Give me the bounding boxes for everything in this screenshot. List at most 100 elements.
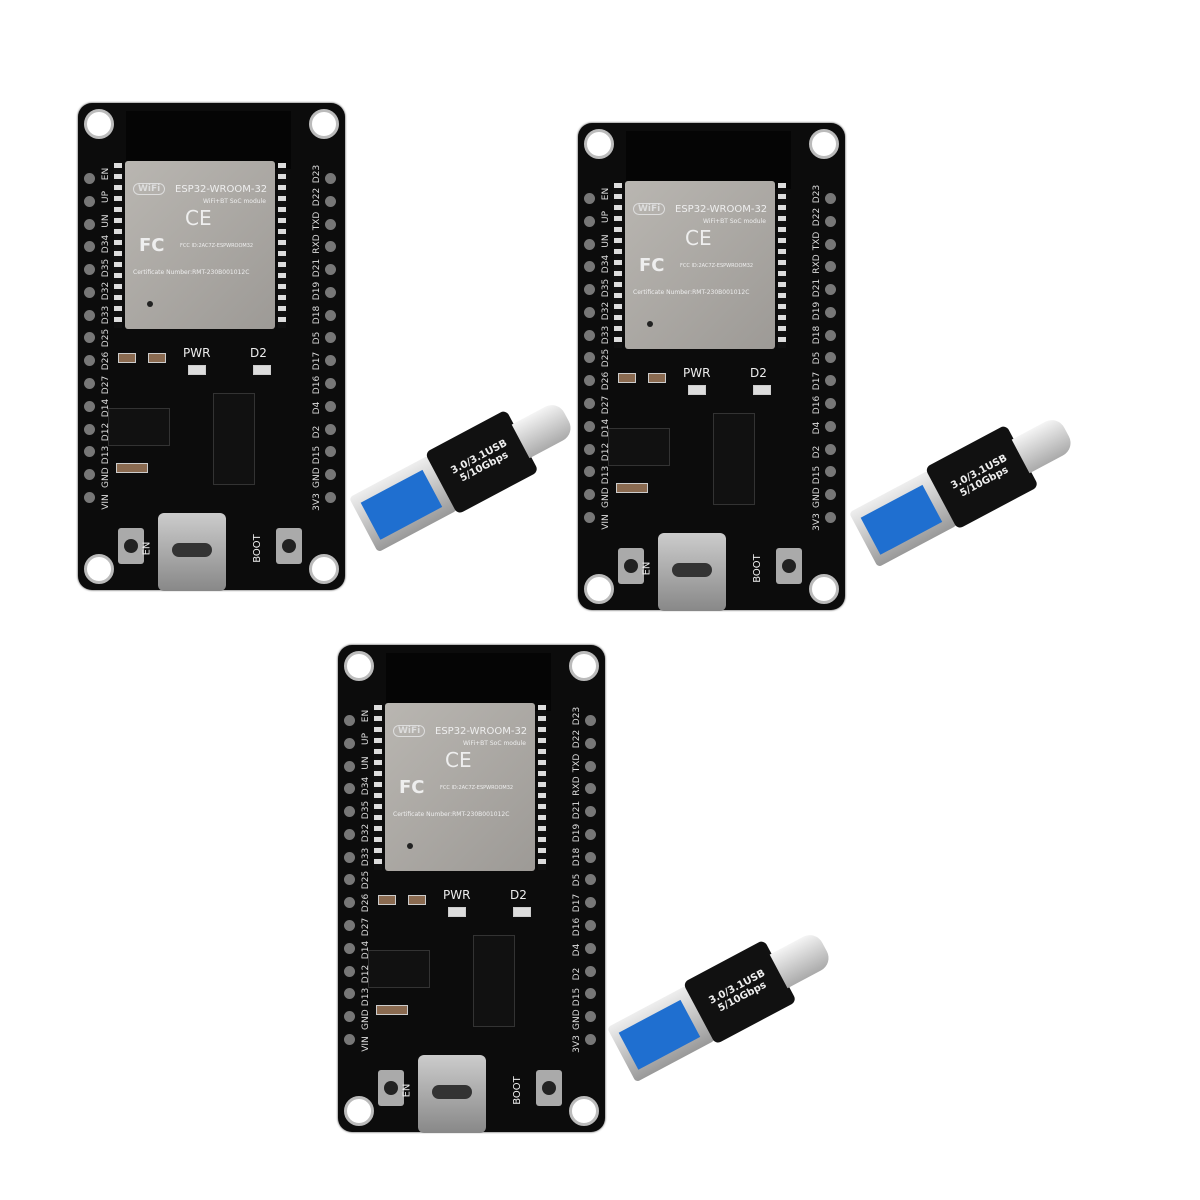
- module-model: ESP32-WROOM-32: [435, 726, 528, 737]
- d2-led: [253, 365, 271, 375]
- cert-number: Certificate Number:RMT-230B001012C: [633, 289, 750, 296]
- header-pin: [325, 332, 336, 344]
- usb-uart-chip: [213, 393, 255, 485]
- en-button[interactable]: [118, 528, 144, 564]
- pin-label: D34: [361, 777, 371, 796]
- module-pads: [778, 183, 786, 348]
- header-pin: [585, 783, 596, 795]
- header-pin: [84, 423, 95, 435]
- wifi-logo: WiFi: [133, 183, 166, 195]
- boot-button[interactable]: [276, 528, 302, 564]
- header-pin: [585, 760, 596, 772]
- mounting-hole: [309, 554, 339, 584]
- mounting-hole: [84, 109, 114, 139]
- pin-label: D33: [601, 325, 611, 344]
- pin-label: D4: [312, 401, 322, 415]
- pin-label: GND: [601, 487, 611, 509]
- capacitor: [648, 373, 666, 383]
- header-pin: [325, 264, 336, 276]
- header-pin: [84, 400, 95, 412]
- pin-label: D23: [572, 706, 582, 726]
- pwr-led: [688, 385, 706, 395]
- header-pin: [584, 352, 595, 364]
- header-pin: [344, 783, 355, 795]
- pwr-label: PWR: [683, 366, 711, 380]
- usb-c-port: [158, 513, 226, 591]
- header-pin: [825, 352, 836, 364]
- header-pin: [584, 284, 595, 296]
- pin-label: D18: [312, 305, 322, 324]
- diode: [616, 483, 648, 493]
- header-pin: [585, 851, 596, 863]
- header-pin: [584, 466, 595, 478]
- header-pin: [584, 215, 595, 227]
- header-pin: [825, 443, 836, 455]
- header-pin: [84, 286, 95, 298]
- mounting-hole: [309, 109, 339, 139]
- antenna-area: [386, 653, 551, 711]
- module-pads: [614, 183, 622, 348]
- pin-label: GND: [361, 1009, 371, 1031]
- en-button[interactable]: [618, 548, 644, 584]
- header-pin: [585, 988, 596, 1000]
- en-button[interactable]: [378, 1070, 404, 1106]
- pin-label: VIN: [601, 514, 611, 530]
- boot-button[interactable]: [536, 1070, 562, 1106]
- header-pin: [325, 378, 336, 390]
- header-pin: [344, 988, 355, 1000]
- left-header: [84, 173, 98, 503]
- pin-label: D27: [101, 375, 111, 394]
- pin-label: D15: [572, 987, 582, 1007]
- pin-label: D33: [361, 847, 371, 866]
- header-pin: [585, 715, 596, 726]
- header-pin: [84, 355, 95, 367]
- pwr-led: [188, 365, 206, 375]
- boot-button[interactable]: [776, 548, 802, 584]
- diode: [376, 1005, 408, 1015]
- header-pin: [584, 375, 595, 387]
- pwr-label: PWR: [183, 346, 211, 360]
- capacitor: [408, 895, 426, 905]
- en-label: EN: [401, 1083, 413, 1098]
- esp32-board: WiFi ESP32-WROOM-32 WiFi+BT SoC module C…: [338, 645, 605, 1133]
- en-label: EN: [641, 561, 653, 576]
- fcc-id: FCC ID:2AC7Z-ESPWROOM32: [680, 263, 754, 269]
- pin-label: D23: [312, 164, 322, 184]
- pin-label: D16: [812, 395, 822, 414]
- fcc-id: FCC ID:2AC7Z-ESPWROOM32: [440, 785, 514, 791]
- header-pin: [825, 375, 836, 387]
- header-pin: [344, 897, 355, 909]
- mounting-hole: [344, 1096, 374, 1126]
- module-pads: [278, 163, 286, 328]
- pin-label: D2: [312, 425, 322, 438]
- header-pin: [825, 261, 836, 273]
- module-sub: WiFi+BT SoC module: [703, 218, 766, 225]
- pin-label: EN: [601, 187, 611, 201]
- usb-uart-chip: [473, 935, 515, 1027]
- pin1-dot: [147, 301, 153, 307]
- pin-label: D32: [361, 823, 371, 843]
- fcc-logo: FC: [639, 255, 665, 276]
- pin-label: 3V3: [312, 493, 322, 511]
- header-pin: [584, 489, 595, 501]
- header-pin: [84, 469, 95, 481]
- pin-label: D35: [601, 278, 611, 297]
- pin-label: GND: [312, 467, 322, 489]
- capacitor: [378, 895, 396, 905]
- pin-label: TXD: [812, 231, 822, 251]
- header-pin: [344, 1011, 355, 1023]
- pin-label: D5: [572, 873, 582, 887]
- header-pin: [825, 238, 836, 250]
- pin-label: D25: [601, 348, 611, 368]
- pin-label: D18: [572, 847, 582, 866]
- pin1-dot: [647, 321, 653, 327]
- cert-number: Certificate Number:RMT-230B001012C: [393, 811, 510, 818]
- header-pin: [344, 942, 355, 954]
- pin-label: D17: [312, 352, 322, 371]
- cert-number: Certificate Number:RMT-230B001012C: [133, 269, 250, 276]
- header-pin: [584, 329, 595, 341]
